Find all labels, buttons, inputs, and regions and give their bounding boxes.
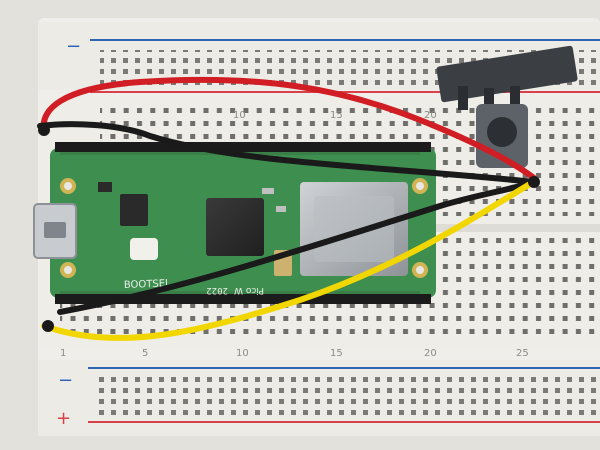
bottom-rail-plus-label: + <box>56 408 71 429</box>
black-wire-lower <box>57 179 537 315</box>
ir-receiver-header-right <box>510 86 520 110</box>
pico-mount-hole-2-center <box>64 266 72 274</box>
pico-silk-year: 2022 <box>206 285 228 295</box>
wire-end-left-top <box>38 124 50 136</box>
flash-chip <box>120 194 148 226</box>
ir-receiver-board <box>436 45 578 103</box>
black-wire <box>37 121 537 185</box>
pico-silk-model: Pico W <box>234 285 264 295</box>
column-label-bottom-20: 20 <box>424 348 437 359</box>
smd-part-2 <box>276 206 286 212</box>
bootsel-button <box>130 238 158 260</box>
bottom-rail-minus-label: − <box>58 370 73 391</box>
column-label-top-20: 20 <box>424 110 437 121</box>
wifi-shield-highlight <box>314 196 394 262</box>
smd-part-1 <box>262 188 274 194</box>
yellow-wire <box>41 181 533 341</box>
column-label-bottom-10: 10 <box>236 348 249 359</box>
pico-header-bottom <box>55 294 431 304</box>
pico-mount-hole-3-center <box>416 182 424 190</box>
red-wire <box>40 76 537 181</box>
pico-w-board: BOOTSEL 2022 Pico W <box>33 142 436 304</box>
jumper-wires <box>37 76 540 341</box>
rp2040-chip <box>206 198 264 256</box>
wire-end-left-bottom <box>42 320 54 332</box>
top-rail-minus-label: − <box>66 36 81 57</box>
pico-mount-hole-1-center <box>64 182 72 190</box>
ir-sensor-lens <box>487 117 517 147</box>
pico-header-top <box>55 142 431 152</box>
wire-end-right <box>528 176 540 188</box>
smd-part-3 <box>98 182 112 192</box>
ir-receiver-header-left <box>458 86 468 110</box>
column-label-top-10: 10 <box>233 110 246 121</box>
column-label-bottom-5: 5 <box>142 348 148 359</box>
ir-receiver-header-mid <box>484 88 494 108</box>
column-label-bottom-15: 15 <box>330 348 343 359</box>
bottom-rail-holes <box>92 374 600 418</box>
column-label-bottom-25: 25 <box>516 348 529 359</box>
column-label-top-15: 15 <box>330 110 343 121</box>
column-label-bottom-1: 1 <box>60 348 66 359</box>
pico-mount-hole-4-center <box>416 266 424 274</box>
micro-usb-opening <box>44 222 66 238</box>
